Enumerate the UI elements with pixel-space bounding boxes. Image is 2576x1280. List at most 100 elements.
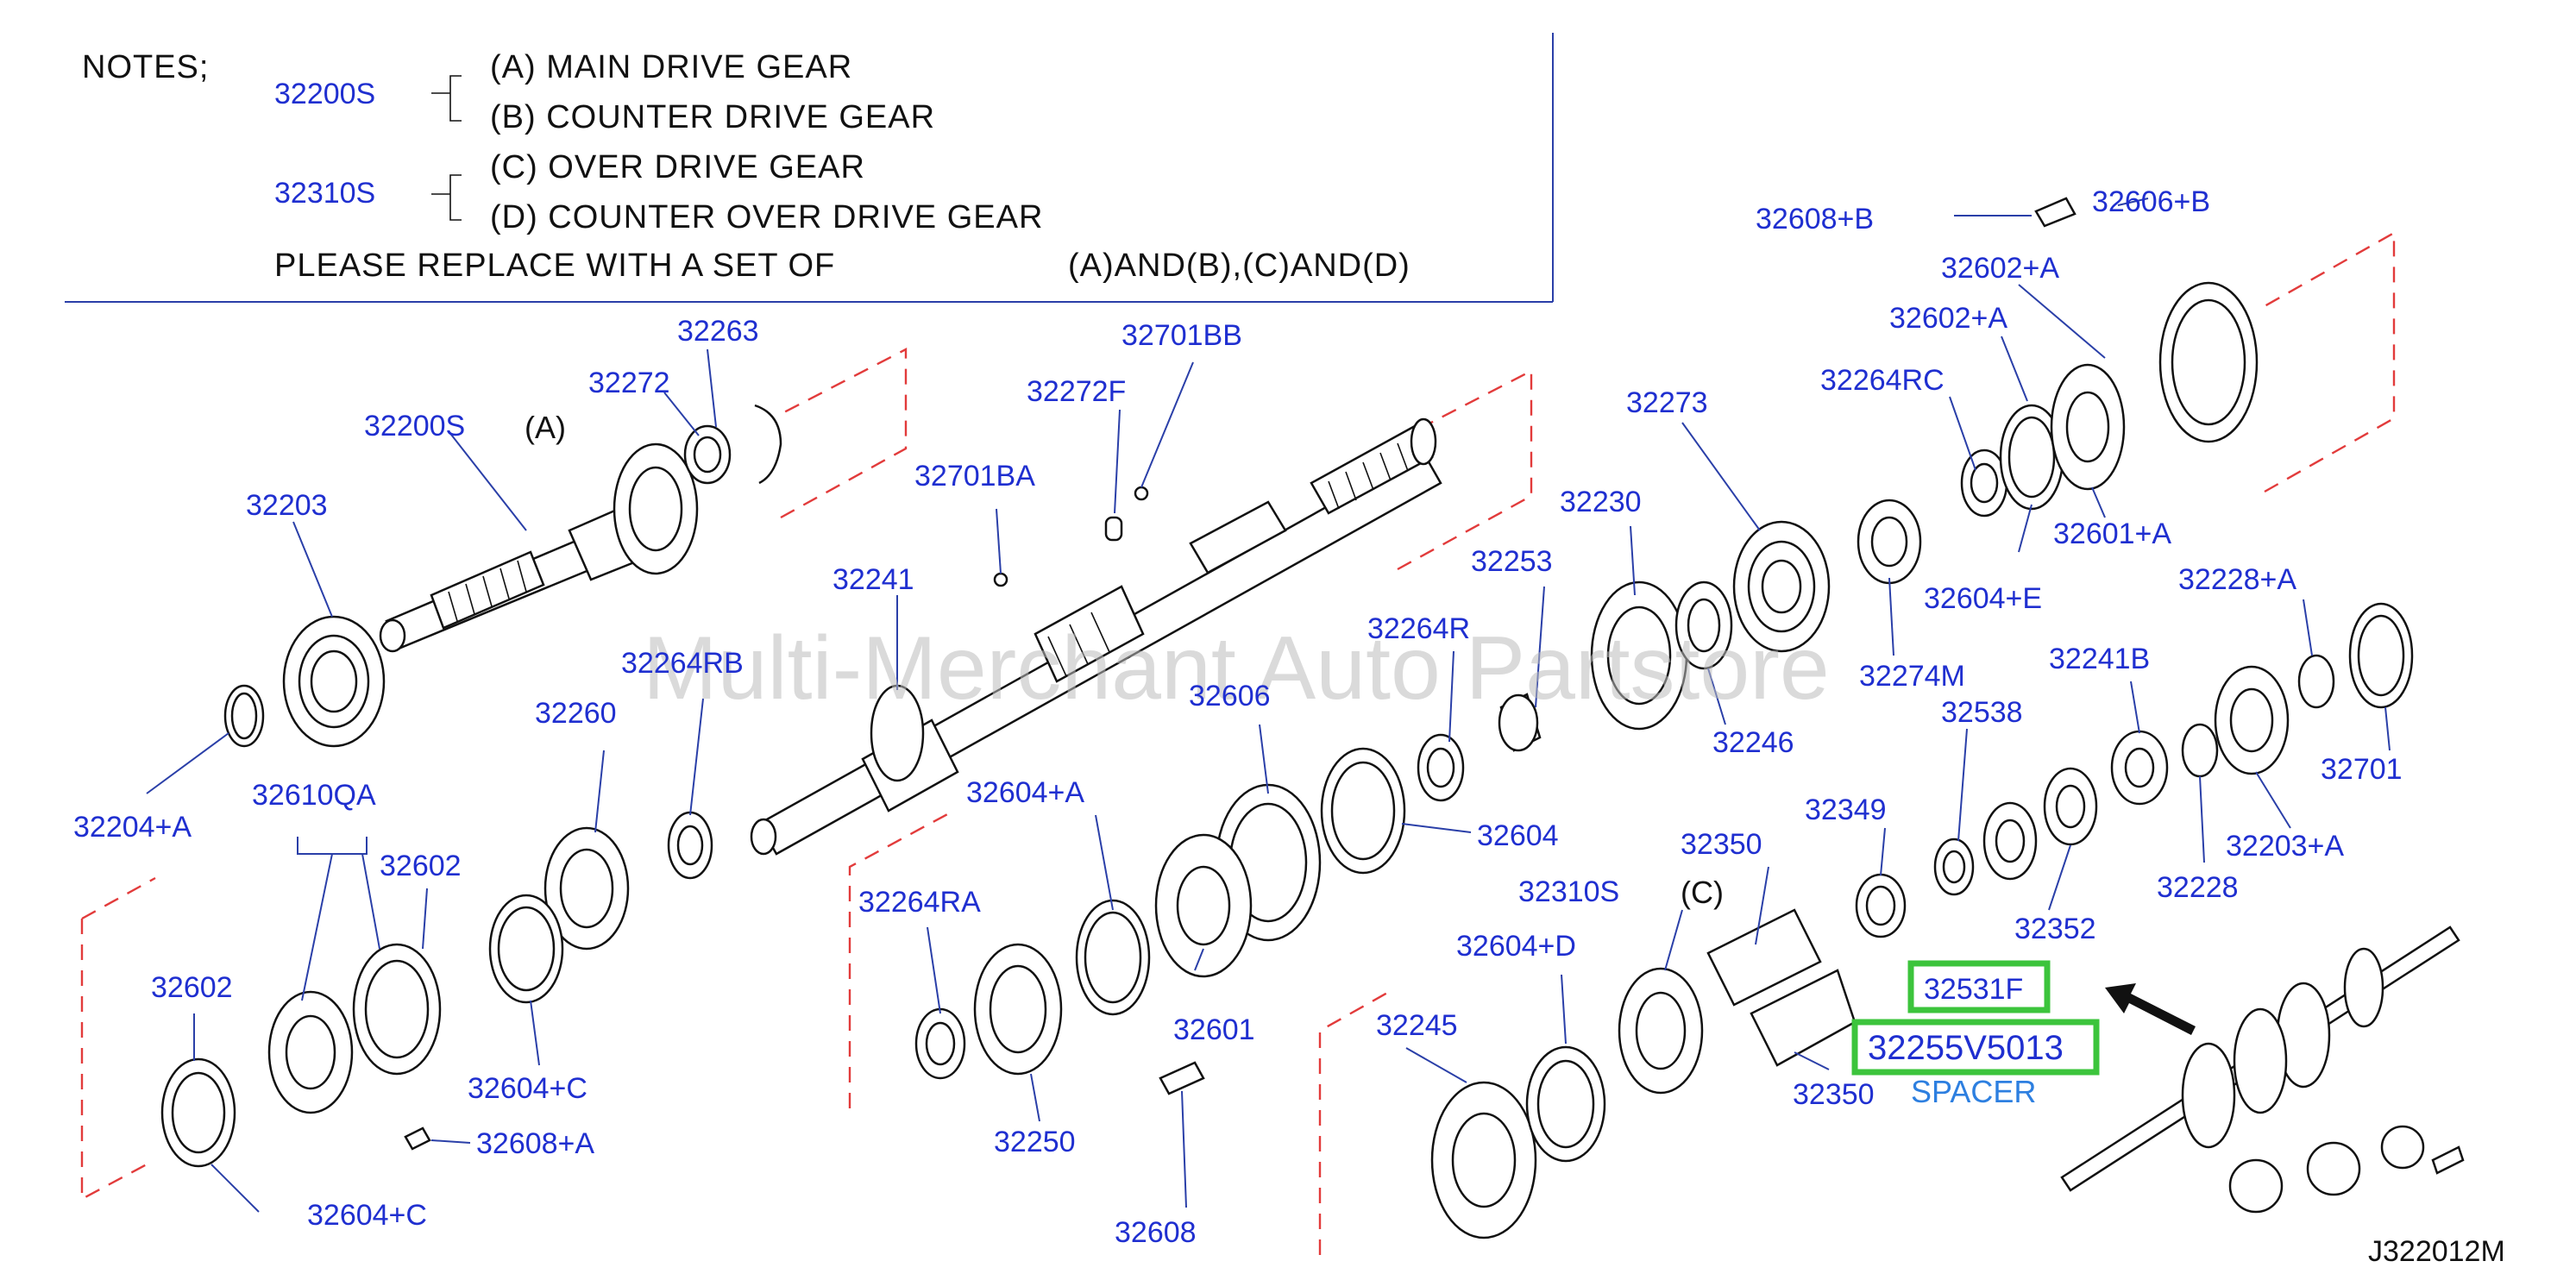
callout-32352: 32352 (2014, 913, 2096, 945)
notes-title: NOTES; (82, 49, 209, 85)
needle-bearing-32264rb (667, 811, 713, 880)
spacer-32349 (1855, 873, 1907, 938)
washer-32246 (1674, 580, 1733, 670)
dashed-frames (80, 230, 2396, 1255)
callout-32260: 32260 (535, 697, 617, 730)
callout-32246: 32246 (1712, 726, 1794, 759)
callout-32602-1: 32602 (380, 850, 462, 882)
sleeve-32606b (2158, 281, 2259, 443)
note-line-c: (C) OVER DRIVE GEAR (490, 149, 865, 185)
callout-32228: 32228 (2157, 871, 2239, 904)
callout-32241: 32241 (832, 563, 914, 596)
callout-32604: 32604 (1477, 819, 1559, 852)
callout-32264r: 32264R (1367, 612, 1470, 645)
washer-32352b (2043, 767, 2098, 846)
diagram-code: J322012M (2368, 1235, 2505, 1268)
callout-32701ba: 32701BA (914, 460, 1035, 493)
callout-32264rc: 32264RC (1820, 364, 1945, 397)
callout-32604d: 32604+D (1456, 930, 1576, 963)
callout-32608: 32608 (1115, 1216, 1197, 1249)
main-drive-gear-shaft (379, 442, 699, 653)
callout-32250: 32250 (994, 1126, 1076, 1158)
callout-32253: 32253 (1471, 545, 1553, 578)
gear-32250 (973, 943, 1063, 1076)
insert-32608b (1954, 197, 2077, 228)
callout-32245: 32245 (1376, 1009, 1458, 1042)
callout-32230: 32230 (1560, 486, 1642, 518)
callout-labels: 32608+B 32606+B 32602+A 32602+A 32264RC … (73, 185, 2403, 1249)
annotation-c: (C) (1681, 875, 1724, 910)
callout-32602a-2: 32602+A (1889, 302, 2007, 335)
callout-32604c-1: 32604+C (468, 1072, 587, 1105)
callout-32349: 32349 (1805, 794, 1887, 826)
bearing-32203 (282, 615, 386, 748)
callout-32608b: 32608+B (1756, 203, 1874, 235)
hub-32601 (1154, 833, 1253, 978)
bearing-32273 (1732, 520, 1831, 653)
callout-32602-2: 32602 (151, 971, 233, 1004)
bearing-32203a (2214, 665, 2290, 775)
callout-32350-1: 32350 (1681, 828, 1762, 861)
sleeve-32602 (352, 943, 442, 1076)
insert-32608a (404, 1126, 431, 1151)
callout-32606: 32606 (1189, 680, 1271, 712)
callout-32228a: 32228+A (2178, 563, 2296, 596)
callout-32601: 32601 (1173, 1013, 1255, 1046)
hub-32601a (2050, 363, 2126, 491)
callout-32274m: 32274M (1859, 660, 1965, 693)
snap-ring-32263 (754, 404, 782, 485)
watermark: Multi-Merchant Auto Partstore (643, 618, 1830, 718)
annotation-a: (A) (525, 410, 566, 445)
callout-32241b: 32241B (2049, 643, 2150, 675)
snap-ring-32204a (223, 684, 265, 748)
synchro-ring-32604d (1525, 1045, 1606, 1163)
callout-32204a: 32204+A (73, 811, 192, 844)
callout-32604e: 32604+E (1924, 582, 2042, 615)
callout-32701: 32701 (2321, 753, 2403, 786)
leader-lines (146, 198, 2391, 1213)
callout-32350-2: 32350 (1793, 1078, 1875, 1111)
insert-32608 (1159, 1061, 1205, 1095)
callout-32203a: 32203+A (2226, 830, 2344, 863)
bearing-32272 (683, 424, 732, 485)
callout-32264ra: 32264RA (858, 886, 981, 919)
highlight-box-32531f (1907, 960, 2051, 1013)
note-replace-sets: (A)AND(B),(C)AND(D) (1068, 248, 1411, 284)
callout-32264rb: 32264RB (621, 647, 744, 680)
note-replace-line: PLEASE REPLACE WITH A SET OF (274, 248, 835, 284)
spacer-caption: SPACER (1911, 1074, 2036, 1109)
callout-32203: 32203 (246, 489, 328, 522)
snap-ring-32228 (2181, 723, 2219, 778)
callout-32604a: 32604+A (966, 776, 1084, 809)
note-line-b: (B) COUNTER DRIVE GEAR (490, 99, 935, 135)
needle-bearing-32264r (1417, 733, 1465, 802)
callout-32602a-1: 32602+A (1941, 252, 2059, 285)
arrow-icon (2105, 983, 2196, 1035)
highlight-box-32255v5013 (1851, 1019, 2100, 1076)
callout-32273: 32273 (1626, 386, 1708, 419)
needle-bearing-32264ra (914, 1007, 966, 1080)
synchro-ring-32604c-upper (488, 894, 564, 1004)
callout-32272: 32272 (588, 367, 670, 399)
bushing-32253 (1498, 693, 1542, 752)
gear-32245 (1430, 1081, 1537, 1239)
callout-32610qa: 32610QA (252, 779, 376, 812)
note-line-d: (D) COUNTER OVER DRIVE GEAR (490, 199, 1043, 235)
gear-32310s (1618, 967, 1704, 1095)
callout-32272f: 32272F (1027, 375, 1126, 408)
callout-32263: 32263 (677, 315, 759, 348)
note-line-a: (A) MAIN DRIVE GEAR (490, 49, 852, 85)
callout-32200s: 32200S (364, 410, 465, 442)
highlight-part-32531f: 32531F (1924, 973, 2023, 1006)
assembly-thumbnail (2060, 925, 2465, 1214)
notes-box: NOTES; 32200S (A) MAIN DRIVE GEAR (B) CO… (65, 33, 1554, 303)
highlight-part-32255v5013: 32255V5013 (1868, 1029, 2064, 1067)
washer-32538 (1933, 838, 1975, 896)
ring-32701 (2348, 602, 2414, 709)
callout-32538: 32538 (1941, 696, 2023, 729)
callout-32606b: 32606+B (2092, 185, 2210, 218)
thrust-bearing-32352 (1982, 801, 2038, 881)
synchro-ring-32604c-lower (160, 1057, 236, 1168)
callout-32701bb: 32701BB (1122, 319, 1242, 352)
